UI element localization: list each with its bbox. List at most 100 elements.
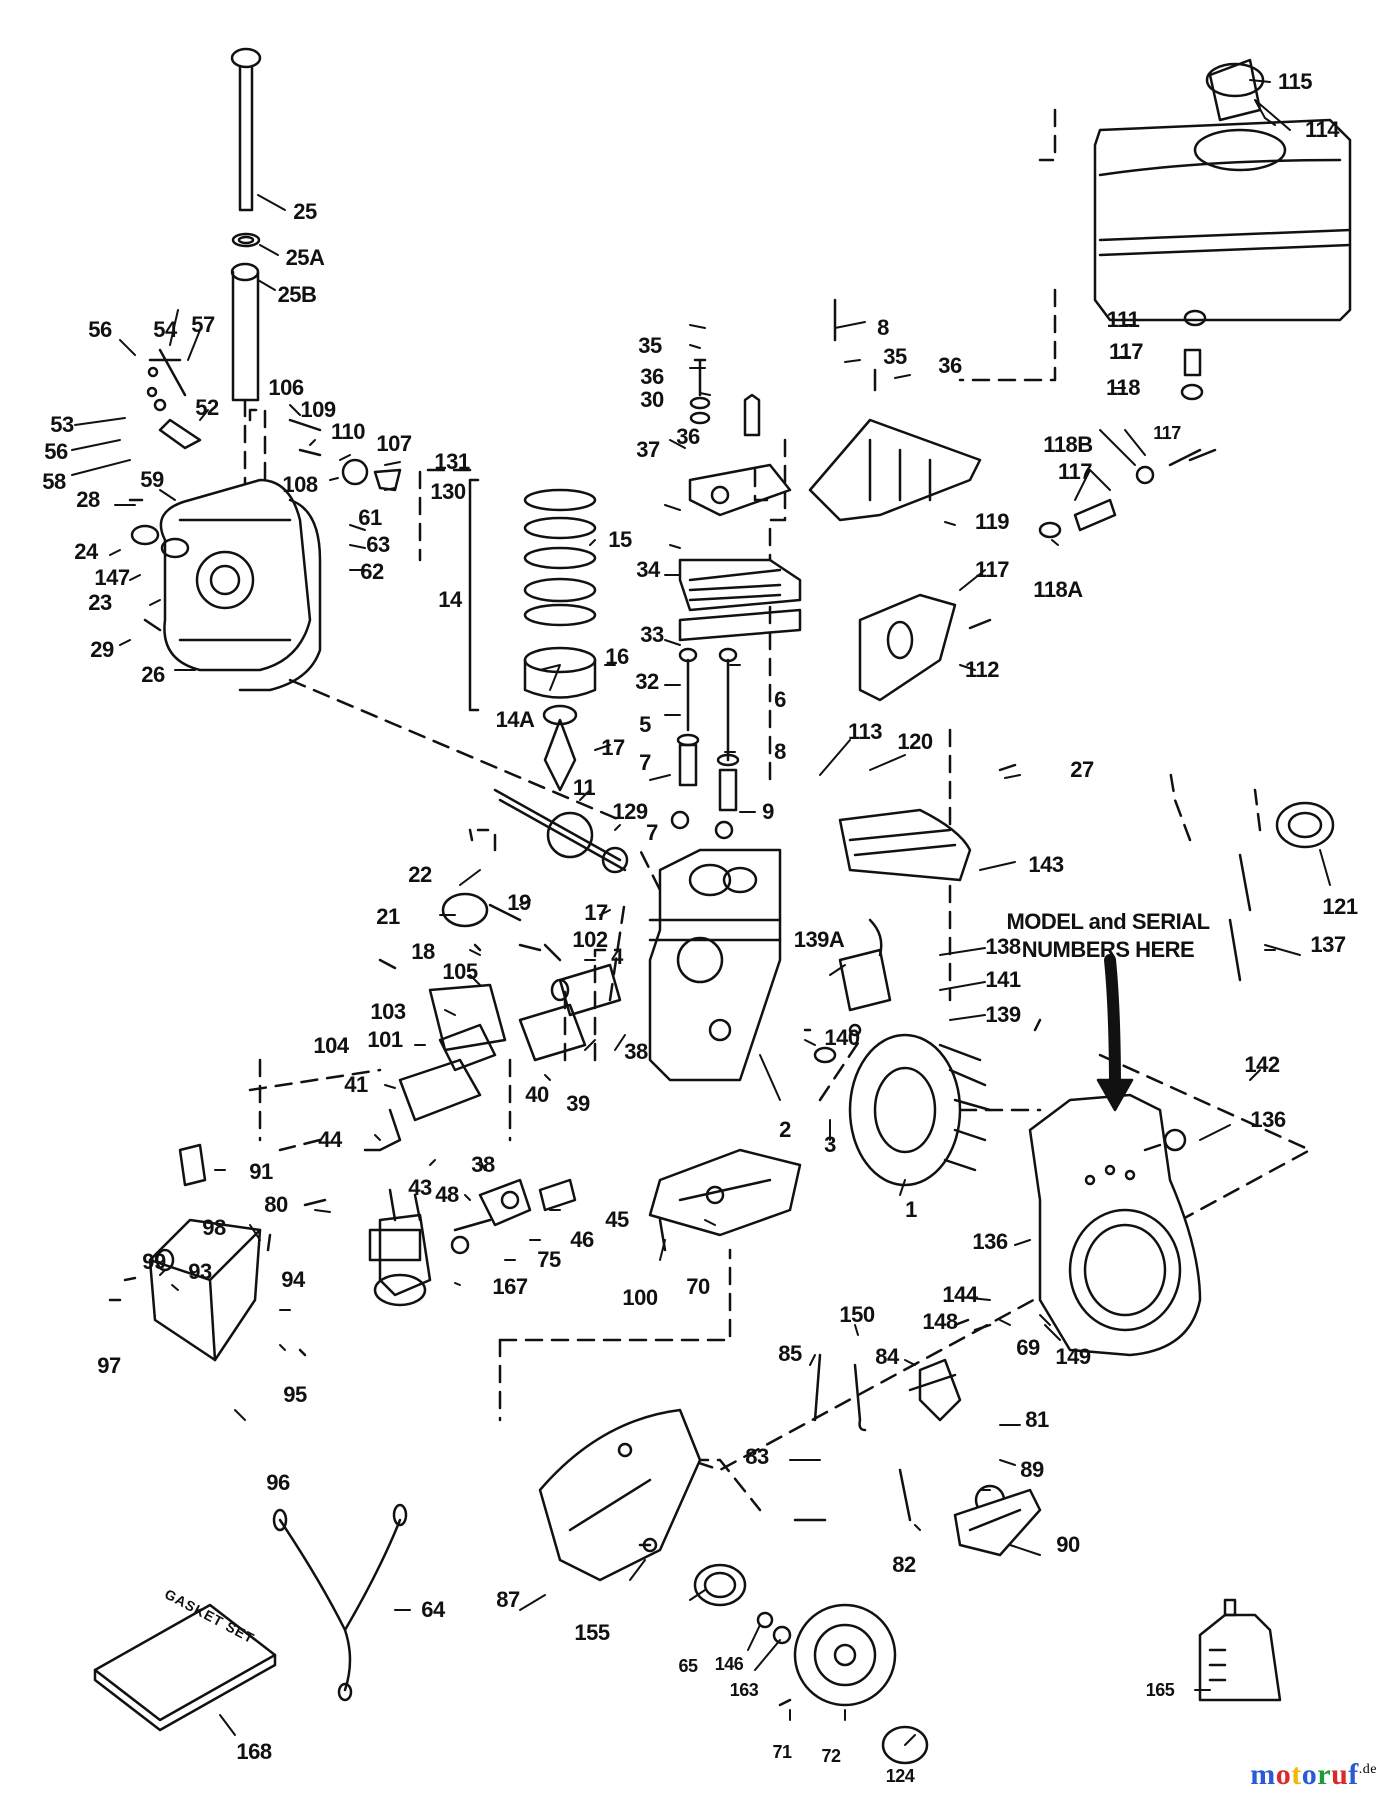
part-label: 36: [938, 353, 962, 378]
part-label: 72: [821, 1746, 841, 1766]
part-label: 101: [367, 1027, 403, 1052]
part-label: 95: [283, 1382, 307, 1407]
part-label: 124: [885, 1766, 915, 1786]
part-label: 34: [636, 557, 660, 582]
part-label: 27: [1070, 757, 1094, 782]
part-label: 25B: [277, 282, 317, 307]
watermark-logo-text: motoruf: [1250, 1758, 1359, 1791]
watermark-letter: f: [1348, 1758, 1359, 1791]
part-label: 59: [140, 467, 164, 492]
part-label: 32: [635, 669, 659, 694]
breather-assembly: [363, 963, 622, 1152]
part-label: 91: [249, 1159, 273, 1184]
part-label: 146: [714, 1654, 744, 1674]
valve-train: [670, 647, 740, 840]
part-label: 56: [44, 439, 68, 464]
part-label: 102: [572, 927, 608, 952]
part-label: 107: [376, 431, 412, 456]
air-cleaner: [108, 1143, 262, 1362]
part-label: 3: [824, 1132, 836, 1157]
cylinder-shield: [838, 808, 972, 882]
part-label: 167: [492, 1274, 528, 1299]
engine-shroud: [538, 1408, 702, 1582]
part-label: 7: [639, 750, 651, 775]
flywheel: [813, 1033, 992, 1187]
part-label: 99: [142, 1249, 166, 1274]
part-label: 112: [965, 657, 1000, 682]
part-label: 44: [318, 1127, 342, 1152]
part-label: 29: [90, 637, 114, 662]
part-label: 84: [875, 1344, 899, 1369]
part-label: 81: [1025, 1407, 1049, 1432]
part-label: 71: [772, 1742, 792, 1762]
part-label: 165: [1145, 1680, 1175, 1700]
part-label: 129: [612, 799, 648, 824]
governor-plate: [441, 828, 570, 1002]
part-label: 69: [1016, 1335, 1040, 1360]
part-label: 109: [300, 397, 336, 422]
part-label: 14A: [495, 707, 535, 732]
part-label: 117: [975, 557, 1010, 582]
part-label: 114: [1305, 117, 1340, 142]
part-label: 93: [188, 1259, 212, 1284]
control-bracket: [793, 1353, 1006, 1522]
part-label: 4: [611, 944, 623, 969]
part-label: 87: [496, 1587, 520, 1612]
part-label: 54: [153, 317, 177, 342]
part-label: 148: [922, 1309, 958, 1334]
part-label: 141: [985, 967, 1021, 992]
governor-linkage: [146, 348, 402, 492]
part-label: 48: [435, 1182, 459, 1207]
part-label: 21: [376, 904, 400, 929]
part-label: 168: [236, 1739, 272, 1764]
part-label: 140: [824, 1025, 860, 1050]
part-label: 70: [686, 1274, 710, 1299]
watermark-logo: motoruf.de: [1250, 1758, 1377, 1792]
part-label: 142: [1244, 1052, 1280, 1077]
crankcase-cover: [130, 478, 322, 692]
blower-housing: [1028, 1093, 1202, 1357]
part-label: 16: [605, 644, 629, 669]
part-label: 56: [88, 317, 112, 342]
part-label: 5: [639, 712, 651, 737]
oil-fill-tube: [230, 47, 262, 402]
part-label: 37: [636, 437, 660, 462]
part-label: 61: [358, 505, 382, 530]
watermark-letter: o: [1275, 1758, 1292, 1791]
part-label: 89: [1020, 1457, 1044, 1482]
part-label: 8: [774, 739, 786, 764]
part-label: 62: [360, 559, 384, 584]
part-label: 26: [141, 662, 165, 687]
part-label: 110: [331, 419, 366, 444]
part-label: 105: [442, 959, 478, 984]
part-label: 75: [537, 1247, 561, 1272]
part-label: 35: [883, 344, 907, 369]
part-label: 65: [678, 1656, 698, 1676]
part-label: 58: [42, 469, 66, 494]
part-label: 113: [848, 719, 883, 744]
part-label: 9: [762, 799, 774, 824]
part-label: 41: [344, 1072, 368, 1097]
part-label: 46: [570, 1227, 594, 1252]
base-plate: [648, 1148, 802, 1252]
part-label: 1: [905, 1197, 917, 1222]
model-number-arrow: [1104, 954, 1121, 1096]
part-label: 163: [729, 1680, 759, 1700]
part-label: 121: [1322, 894, 1358, 919]
part-label: 33: [640, 622, 664, 647]
part-label: 103: [370, 999, 406, 1024]
part-label: 38: [624, 1039, 648, 1064]
part-label: 143: [1028, 852, 1064, 877]
part-label: 8: [877, 315, 889, 340]
part-label: 17: [584, 900, 608, 925]
part-label: 80: [264, 1192, 288, 1217]
part-label: 137: [1310, 932, 1346, 957]
intake-elbow: [453, 1178, 577, 1232]
model-serial-note-line2: NUMBERS HERE: [1021, 937, 1195, 962]
part-label: 144: [942, 1282, 978, 1307]
watermark-logo-suffix: .de: [1358, 1762, 1377, 1777]
part-label: 96: [266, 1470, 290, 1495]
part-label: 94: [281, 1267, 305, 1292]
part-label: 64: [421, 1597, 445, 1622]
part-label: 36: [640, 364, 664, 389]
